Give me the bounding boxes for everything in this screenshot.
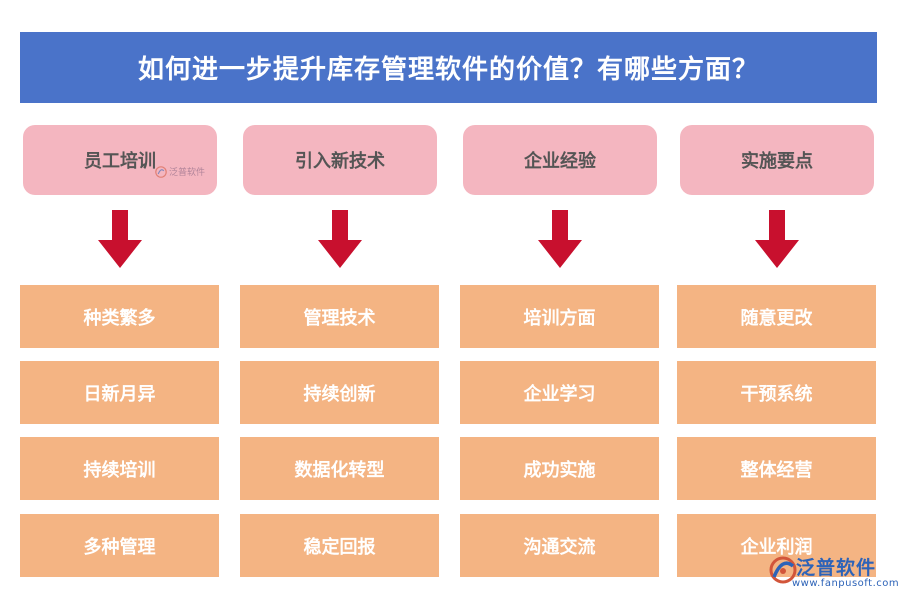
list-item: 干预系统 [677,361,876,424]
column-implementation-points: 实施要点 随意更改 干预系统 整体经营 企业利润 [677,0,877,600]
column-header: 员工培训 [23,125,217,195]
list-item: 培训方面 [460,285,659,348]
list-item: 持续培训 [20,437,219,500]
down-arrow-icon [98,210,142,268]
list-item: 稳定回报 [240,514,439,577]
list-item: 管理技术 [240,285,439,348]
column-header: 引入新技术 [243,125,437,195]
column-new-technology: 引入新技术 管理技术 持续创新 数据化转型 稳定回报 [240,0,440,600]
fanpu-logo-icon [769,556,797,584]
list-item: 日新月异 [20,361,219,424]
fanpu-logo-icon [155,165,167,178]
list-item: 企业利润 [677,514,876,577]
list-item: 持续创新 [240,361,439,424]
list-item: 数据化转型 [240,437,439,500]
list-item: 种类繁多 [20,285,219,348]
list-item: 企业学习 [460,361,659,424]
small-logo-text: 泛普软件 [169,168,206,178]
list-item: 整体经营 [677,437,876,500]
diagram-title: 如何进一步提升库存管理软件的价值？有哪些方面？ [137,55,759,85]
column-header: 实施要点 [680,125,874,195]
watermark-url: www.fanpusoft.com [792,578,900,589]
list-item: 成功实施 [460,437,659,500]
watermark-logo: 泛普软件 www.fanpusoft.com [762,551,899,595]
list-item: 沟通交流 [460,514,659,577]
title-bar: 如何进一步提升库存管理软件的价值？有哪些方面？ [20,32,877,103]
column-header: 企业经验 [463,125,657,195]
column-staff-training: 员工培训 种类繁多 日新月异 持续培训 多种管理 [20,0,220,600]
list-item: 多种管理 [20,514,219,577]
watermark-name: 泛普软件 [796,557,877,579]
down-arrow-icon [318,210,362,268]
small-logo: 泛普软件 [155,165,205,178]
column-enterprise-experience: 企业经验 培训方面 企业学习 成功实施 沟通交流 [460,0,660,600]
list-item: 随意更改 [677,285,876,348]
down-arrow-icon [755,210,799,268]
down-arrow-icon [538,210,582,268]
